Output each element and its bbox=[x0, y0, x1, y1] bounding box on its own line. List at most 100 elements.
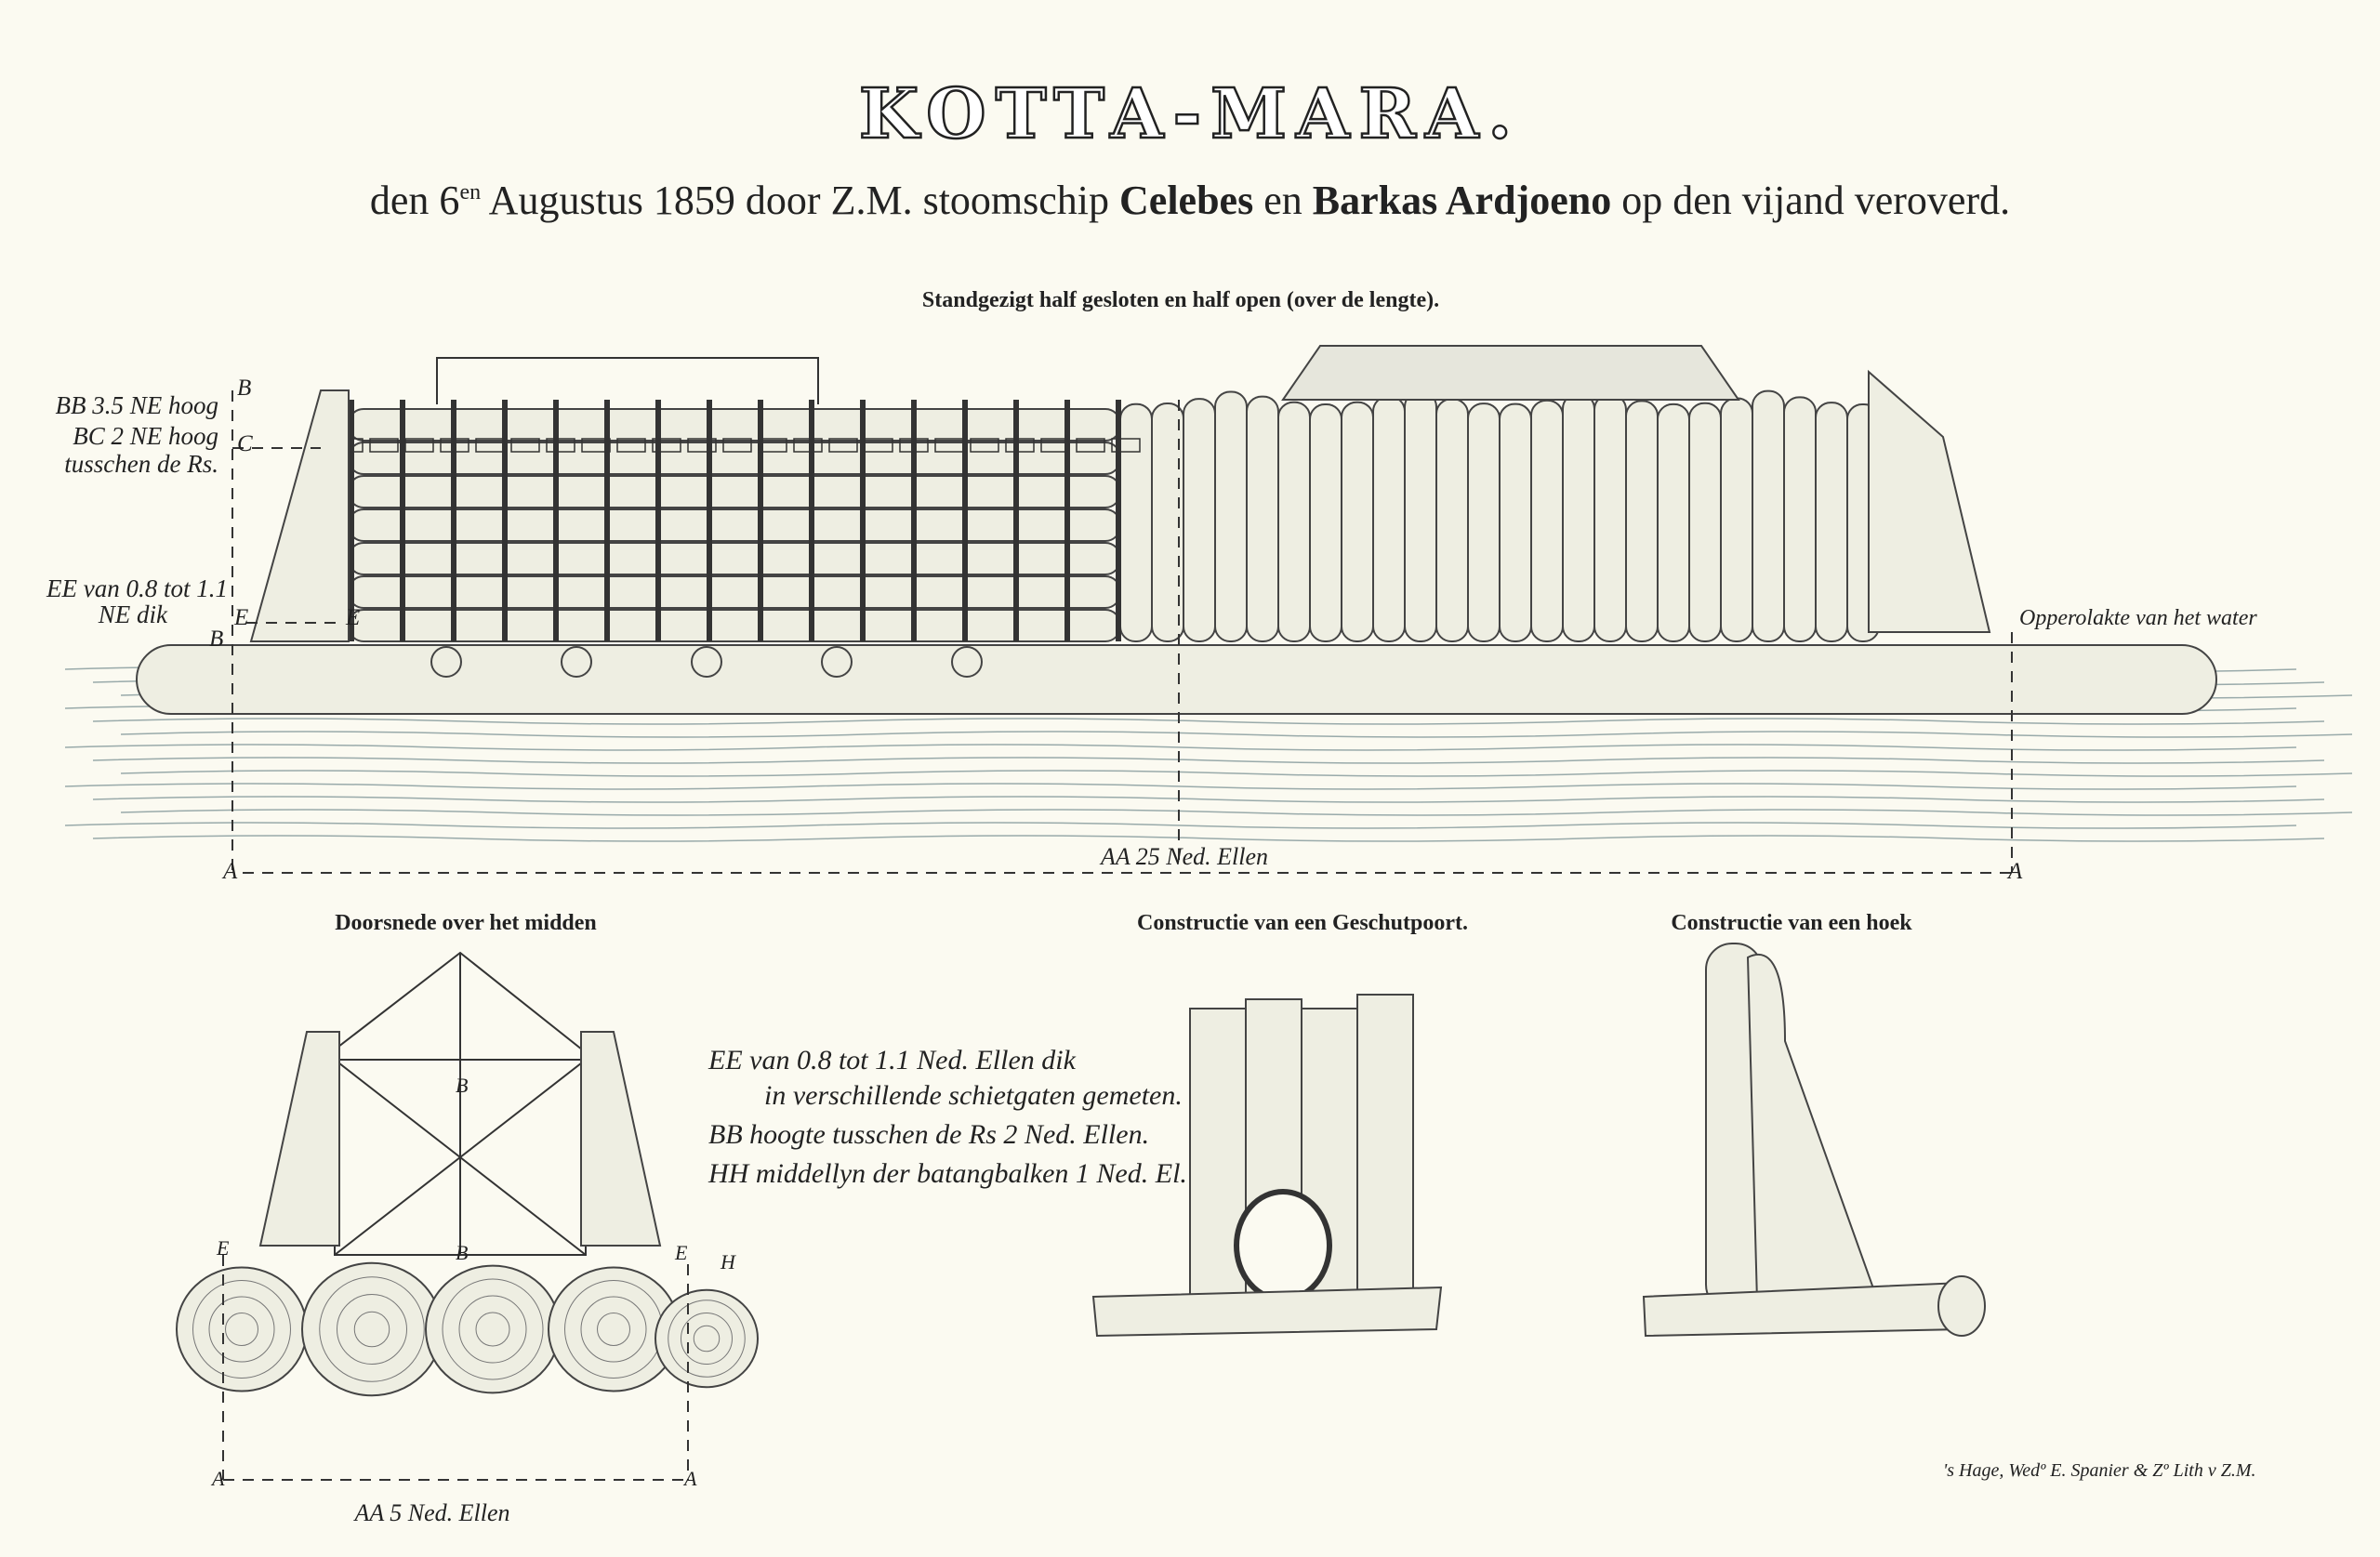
tree-ring bbox=[693, 1325, 721, 1352]
subtitle-and: en bbox=[1253, 178, 1313, 223]
rail-block bbox=[899, 438, 929, 453]
horizontal-log bbox=[348, 575, 1121, 609]
letter-b-top: B bbox=[237, 376, 251, 401]
frame-post bbox=[655, 400, 661, 641]
tree-ring bbox=[458, 1295, 527, 1364]
section-letter-e2: E bbox=[674, 1241, 688, 1264]
water-line bbox=[92, 718, 2325, 725]
batang-log bbox=[425, 1264, 561, 1394]
open-framework bbox=[334, 400, 1141, 678]
water-line bbox=[64, 744, 2297, 751]
rail-block bbox=[722, 438, 752, 453]
cross-section-drawing bbox=[176, 951, 759, 1481]
subtitle-end: op den vijand veroverd. bbox=[1611, 178, 2010, 223]
tree-ring bbox=[597, 1313, 630, 1346]
water-line bbox=[120, 770, 2353, 777]
frame-post bbox=[400, 400, 405, 641]
corner-caption: Constructie van een hoek bbox=[1671, 911, 1912, 935]
palisade-log bbox=[1435, 398, 1469, 642]
rail-block bbox=[828, 438, 858, 453]
peg bbox=[821, 646, 853, 678]
legend-bb: BB hoogte tusschen de Rs 2 Ned. Ellen. bbox=[708, 1119, 1149, 1150]
water-line bbox=[92, 835, 2325, 842]
rail-block bbox=[970, 438, 999, 453]
rail-block bbox=[369, 438, 399, 453]
tree-ring bbox=[668, 1300, 746, 1378]
elevation-dimension-label: AA 25 Ned. Ellen bbox=[1099, 843, 1268, 870]
tree-ring bbox=[192, 1280, 291, 1379]
tree-ring bbox=[225, 1313, 258, 1346]
legend: EE van 0.8 tot 1.1 Ned. Ellen dik in ver… bbox=[707, 1045, 1187, 1189]
note-dik: NE dik bbox=[98, 600, 168, 628]
frame-post bbox=[451, 400, 456, 641]
legend-ee: EE van 0.8 tot 1.1 Ned. Ellen dik bbox=[707, 1045, 1077, 1075]
note-rs: tusschen de Rs. bbox=[64, 450, 218, 478]
roof bbox=[1281, 345, 1740, 401]
tree-ring bbox=[681, 1313, 733, 1365]
water-line bbox=[64, 822, 2297, 829]
palisade-log bbox=[1183, 398, 1216, 642]
tree-ring bbox=[475, 1312, 510, 1347]
note-bc: BC 2 NE hoog bbox=[73, 422, 218, 450]
subtitle-ship: Celebes bbox=[1119, 178, 1253, 223]
palisade-log bbox=[1372, 395, 1406, 642]
rail-block bbox=[793, 438, 823, 453]
legend-ee-cont: in verschillende schietgaten gemeten. bbox=[764, 1080, 1183, 1111]
note-ee: EE van 0.8 tot 1.1 bbox=[46, 574, 228, 602]
palisade-log bbox=[1119, 402, 1153, 643]
rail-block bbox=[440, 438, 469, 453]
rail-block bbox=[510, 438, 540, 453]
palisade-log bbox=[1309, 402, 1342, 642]
subtitle-boat: Barkas Ardjoeno bbox=[1313, 178, 1611, 223]
plate-subtitle: den 6en Augustus 1859 door Z.M. stoomsch… bbox=[370, 178, 2010, 223]
frame-post bbox=[758, 400, 763, 641]
palisade-log bbox=[1752, 389, 1785, 642]
peg bbox=[430, 646, 462, 678]
horizontal-log bbox=[348, 609, 1121, 642]
corner-post-left bbox=[249, 389, 350, 642]
peg bbox=[951, 646, 983, 678]
legend-hh: HH middellyn der batangbalken 1 Ned. El. bbox=[707, 1158, 1187, 1189]
batang-log bbox=[176, 1266, 308, 1392]
rail-block bbox=[1005, 438, 1035, 453]
rail-block bbox=[616, 438, 646, 453]
letter-c: C bbox=[237, 431, 253, 456]
palisade-log bbox=[1246, 395, 1279, 642]
elevation-drawing bbox=[64, 345, 2353, 874]
frame-post bbox=[349, 400, 354, 641]
horizontal-log bbox=[348, 442, 1121, 475]
frame-post bbox=[911, 400, 917, 641]
rail-block bbox=[652, 438, 681, 453]
water-line bbox=[120, 809, 2353, 816]
palisade-log bbox=[1530, 399, 1564, 642]
horizontal-log bbox=[348, 408, 1121, 442]
subtitle-mid: Augustus 1859 door Z.M. stoomschip bbox=[481, 178, 1119, 223]
section-letter-a: A bbox=[210, 1467, 225, 1490]
frame-post bbox=[860, 400, 866, 641]
rail-block bbox=[1040, 438, 1070, 453]
rail-block bbox=[581, 438, 611, 453]
water-line bbox=[120, 731, 2353, 738]
palisade-log bbox=[1404, 390, 1437, 642]
gunport-caption: Constructie van een Geschutpoort. bbox=[1137, 911, 1468, 935]
water-line bbox=[64, 783, 2297, 790]
palisade-log bbox=[1214, 390, 1248, 642]
water-surface-label: Opperolakte van het water bbox=[2019, 606, 2257, 630]
section-dimension-label: AA 5 Ned. Ellen bbox=[352, 1499, 509, 1526]
closed-palisade bbox=[1119, 389, 1880, 643]
frame-post bbox=[707, 400, 712, 641]
roof-frame bbox=[436, 357, 819, 404]
rail-block bbox=[404, 438, 434, 453]
subtitle-sup: en bbox=[459, 180, 481, 205]
section-letter-b: B bbox=[456, 1074, 468, 1097]
horizontal-log bbox=[348, 542, 1121, 575]
section-letter-a2: A bbox=[682, 1467, 697, 1490]
subtitle-date: den 6 bbox=[370, 178, 460, 223]
frame-post bbox=[502, 400, 508, 641]
tree-ring bbox=[319, 1276, 425, 1382]
horizontal-log bbox=[348, 475, 1121, 508]
palisade-log bbox=[1815, 402, 1848, 642]
rail-block bbox=[475, 438, 505, 453]
rail-block bbox=[934, 438, 964, 453]
